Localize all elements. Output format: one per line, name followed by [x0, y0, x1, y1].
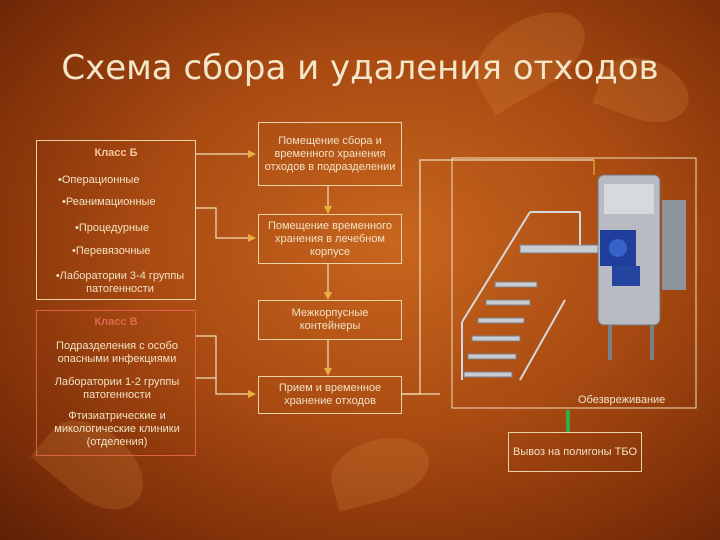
- list-item-phthisiatric: Фтизиатрические и микологические клиники…: [54, 410, 180, 448]
- flow-step-3: Межкорпусные контейнеры: [258, 300, 402, 340]
- page-title: Схема сбора и удаления отходов: [61, 48, 659, 88]
- class-b-box: [36, 140, 196, 300]
- list-item-procedural: •Процедурные: [75, 222, 150, 234]
- list-item-labs-3-4: •Лаборатории 3-4 группы патогенности: [55, 270, 185, 295]
- flow-step-4: Прием и временное хранение отходов: [258, 376, 402, 414]
- list-item-operating: •Операционные: [58, 174, 140, 186]
- class-v-box: [36, 310, 196, 456]
- incinerator-illustration: [451, 157, 697, 409]
- class-v-label: Класс В: [94, 316, 138, 328]
- list-item-resuscitation: •Реанимационные: [62, 196, 156, 208]
- list-item-dressing: •Перевязочные: [72, 245, 151, 257]
- disposal-box: Вывоз на полигоны ТБО: [508, 432, 642, 472]
- flow-step-2: Помещение временного хранения в лечебном…: [258, 214, 402, 264]
- disinfection-label: Обезвреживание: [578, 394, 666, 406]
- list-item-labs-1-2: Лаборатории 1-2 группы патогенности: [54, 376, 180, 401]
- green-connector: [566, 410, 570, 432]
- flow-step-1: Помещение сбора и временного хранения от…: [258, 122, 402, 186]
- class-b-label: Класс Б: [94, 147, 138, 159]
- list-item-dangerous-infections: Подразделения с особо опасными инфекциям…: [56, 340, 178, 365]
